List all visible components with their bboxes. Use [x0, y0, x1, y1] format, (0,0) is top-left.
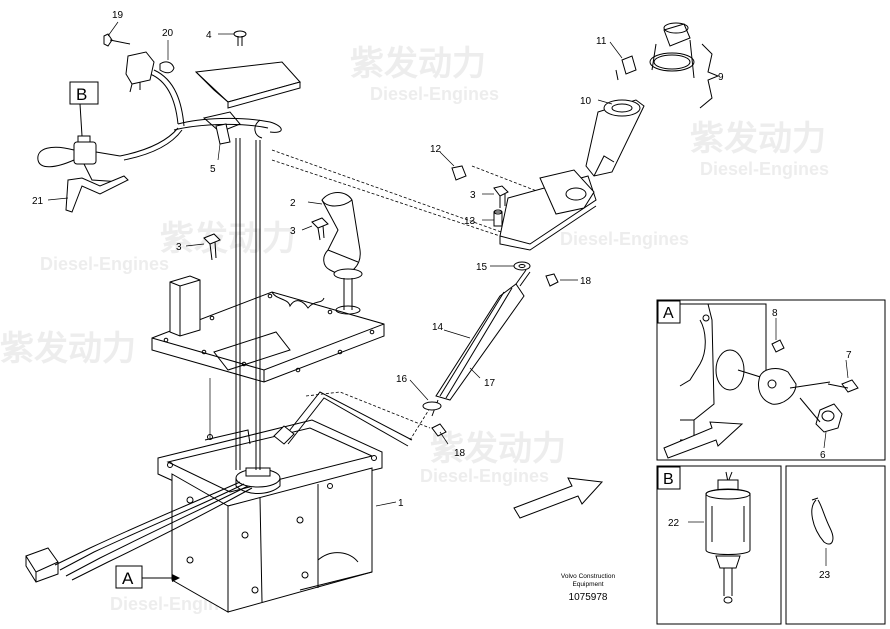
- callout-15: 15: [476, 262, 488, 273]
- watermark-en: Diesel-Engines: [40, 254, 169, 274]
- detail-a-callout-6: 6: [820, 450, 826, 461]
- watermark-cn: 紫发动力: [430, 430, 566, 468]
- watermark-layer: 紫发动力 Diesel-Engines 紫发动力 Diesel-Engines …: [0, 45, 829, 614]
- washer-16: [422, 401, 442, 411]
- callout-18-upper: 18: [580, 276, 592, 287]
- drawing-footer: Volvo Construction Equipment 1075978: [561, 573, 616, 603]
- detail-a-callout-7: 7: [846, 350, 852, 361]
- detail-a-label: A: [663, 305, 674, 322]
- brand-line-2: Equipment: [572, 581, 603, 588]
- callout-12: 12: [430, 144, 442, 155]
- detail-a-callout-8: 8: [772, 308, 778, 319]
- callout-11: 11: [596, 36, 607, 47]
- cable-19-20: [119, 69, 185, 161]
- callout-3-left: 3: [176, 242, 182, 253]
- callout-16: 16: [396, 374, 408, 385]
- sensor-b: [37, 103, 123, 183]
- detail-panel-b: B 22: [656, 465, 782, 625]
- watermark-en: Diesel-Engines: [420, 466, 549, 486]
- gas-spring: [431, 269, 531, 417]
- bent-rod-21: [65, 175, 129, 213]
- direction-arrow: [513, 477, 604, 519]
- detail-panel-a: A 8 7 6: [656, 299, 886, 461]
- watermark-en: Diesel-Engines: [700, 159, 829, 179]
- nut-18-upper: [545, 273, 559, 287]
- nut-12: [451, 165, 467, 181]
- watermark-cn: 紫发动力: [690, 120, 826, 158]
- watermark-en: Diesel-Engines: [370, 84, 499, 104]
- floor-plate: [151, 275, 385, 383]
- callout-10: 10: [580, 96, 592, 107]
- callout-20: 20: [162, 28, 174, 39]
- screw-3-mid: [311, 217, 329, 241]
- callout-9: 9: [718, 72, 724, 83]
- screw-3-right: [493, 185, 509, 208]
- switch-20: [125, 51, 175, 93]
- wiring-harness: [25, 481, 253, 583]
- steering-column: [499, 22, 695, 251]
- callout-4: 4: [206, 30, 212, 41]
- watermark-cn: 紫发动力: [350, 45, 486, 83]
- callout-5: 5: [210, 164, 216, 175]
- lever-boot-2: [321, 192, 363, 315]
- view-marker-b-label: B: [76, 85, 87, 104]
- top-cover: [194, 61, 301, 109]
- callout-1: 1: [398, 498, 404, 509]
- dashed-links: [271, 149, 561, 441]
- screw-3-left: [203, 233, 221, 261]
- callout-3-mid: 3: [290, 226, 296, 237]
- vertical-rods: [209, 138, 261, 470]
- nut-18-lower: [431, 423, 447, 437]
- view-marker-a-label: A: [122, 569, 134, 588]
- callout-18-lower: 18: [454, 448, 466, 459]
- callout-labels: 19 20 4 5 21 2 3 3 3 11 9 10 12 13 15 18…: [32, 10, 724, 509]
- callout-21: 21: [32, 196, 44, 207]
- watermark-cn: 紫发动力: [0, 330, 136, 368]
- detail-c-callout-23: 23: [819, 570, 831, 581]
- detail-panel-c: 23: [785, 465, 886, 625]
- view-marker-b: B: [69, 81, 99, 105]
- washer-15: [513, 261, 531, 271]
- detail-b-label: B: [663, 471, 674, 488]
- leader-lines: [47, 21, 623, 507]
- bracket-assembly: [173, 111, 282, 145]
- callout-2: 2: [290, 198, 296, 209]
- brand-line-1: Volvo Construction: [561, 573, 616, 580]
- screw-4: [233, 30, 247, 46]
- callout-14: 14: [432, 322, 444, 333]
- watermark-en: Diesel-Engines: [560, 229, 689, 249]
- screw-19: [103, 33, 131, 47]
- drawing-number: 1075978: [569, 592, 608, 603]
- view-marker-a: A: [115, 565, 180, 589]
- detail-b-callout-22: 22: [668, 518, 680, 529]
- callout-17: 17: [484, 378, 496, 389]
- spacer-13: [493, 209, 503, 227]
- callout-19: 19: [112, 10, 124, 21]
- callout-3-right: 3: [470, 190, 476, 201]
- group-brace-9: [699, 43, 720, 109]
- watermark-cn: 紫发动力: [160, 220, 296, 258]
- callout-13: 13: [464, 216, 476, 227]
- base-box: [157, 391, 413, 613]
